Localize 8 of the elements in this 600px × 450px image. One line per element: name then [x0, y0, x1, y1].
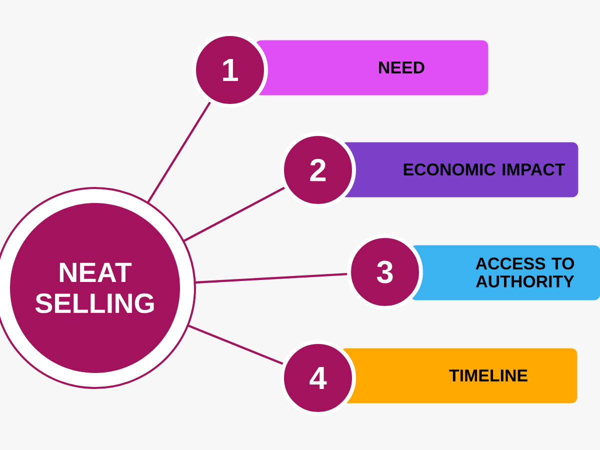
connector-line: [146, 102, 211, 204]
connector-line: [188, 324, 284, 365]
connector-line: [183, 186, 285, 242]
label-bar: ACCESS TO AUTHORITY: [410, 245, 600, 300]
label-bar: ECONOMIC IMPACT: [340, 142, 578, 198]
connector-line: [194, 272, 348, 284]
label-bar: TIMELINE: [340, 348, 578, 404]
label-bar: NEED: [255, 40, 488, 96]
